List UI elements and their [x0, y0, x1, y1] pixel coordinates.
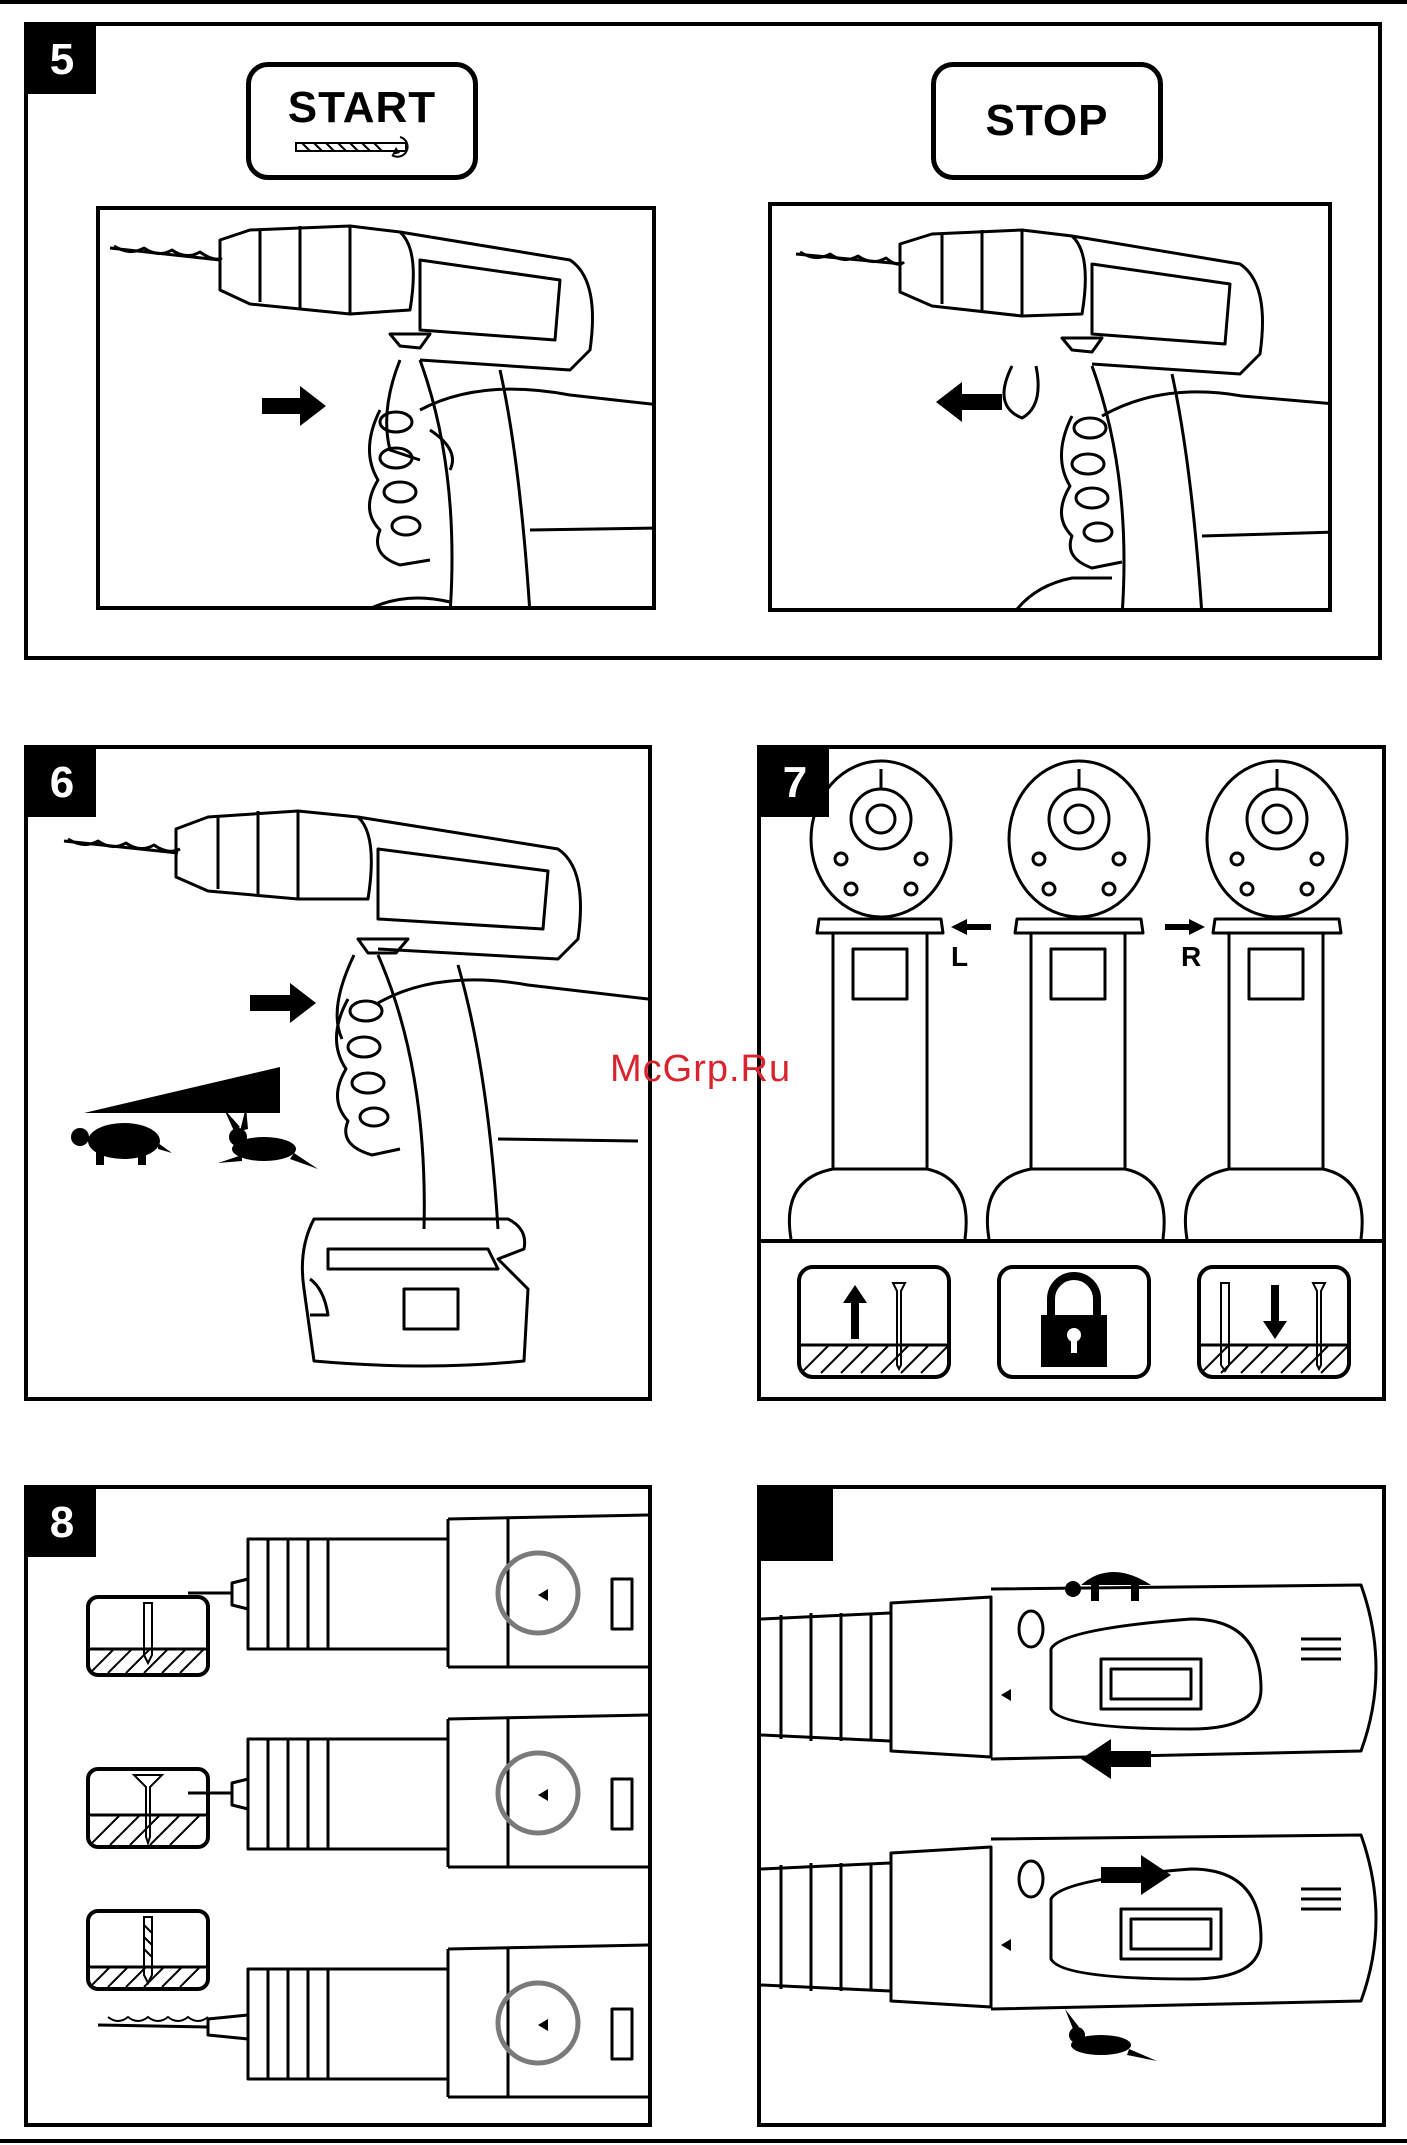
rotation-direction-illustration	[761, 749, 1382, 1239]
rabbit-icon	[218, 1107, 318, 1169]
direction-right-label: R	[1181, 941, 1201, 973]
stop-badge: STOP	[931, 62, 1163, 180]
stop-illustration	[768, 202, 1332, 612]
right-arrow-icon	[1165, 919, 1205, 935]
screw-out-icon	[801, 1269, 947, 1375]
turtle-icon	[71, 1123, 172, 1165]
panel-6: 6	[24, 745, 652, 1401]
torque-setting-illustration	[28, 1489, 648, 2123]
left-arrow-icon	[951, 919, 991, 935]
push-arrow-icon	[262, 386, 326, 426]
direction-left-label: L	[951, 941, 968, 973]
panel-9	[757, 1485, 1386, 2127]
mode-lock	[997, 1265, 1151, 1379]
stop-label: STOP	[985, 96, 1108, 146]
drill-hand-stop-icon	[772, 206, 1332, 612]
bottom-rule	[0, 2139, 1407, 2143]
drill-bit-rotation-icon	[292, 133, 432, 159]
start-label: START	[288, 83, 436, 133]
start-illustration	[96, 206, 656, 610]
slide-left-arrow-icon	[1081, 1739, 1151, 1779]
start-badge: START	[246, 62, 478, 180]
rabbit-icon	[1065, 2009, 1157, 2061]
panel-5: 5 START STOP	[24, 22, 1382, 660]
slide-right-arrow-icon	[1101, 1855, 1171, 1895]
panel-7: 7	[757, 745, 1386, 1401]
mode-screw-in	[1197, 1265, 1351, 1379]
speed-ramp-icon	[84, 1067, 280, 1113]
drill-hand-start-icon	[100, 210, 656, 610]
divider	[761, 1239, 1382, 1243]
mode-screw-out	[797, 1265, 951, 1379]
gear-selector-illustration	[761, 1489, 1382, 2123]
panel-number: 5	[28, 26, 96, 94]
release-arrow-icon	[936, 382, 1002, 422]
lock-icon	[1001, 1269, 1147, 1375]
screw-in-icon	[1201, 1269, 1347, 1375]
watermark: McGrp.Ru	[610, 1048, 791, 1091]
push-arrow-icon	[250, 983, 316, 1023]
top-rule	[0, 0, 1407, 4]
drill-speed-illustration	[28, 749, 648, 1397]
panel-8: 8	[24, 1485, 652, 2127]
